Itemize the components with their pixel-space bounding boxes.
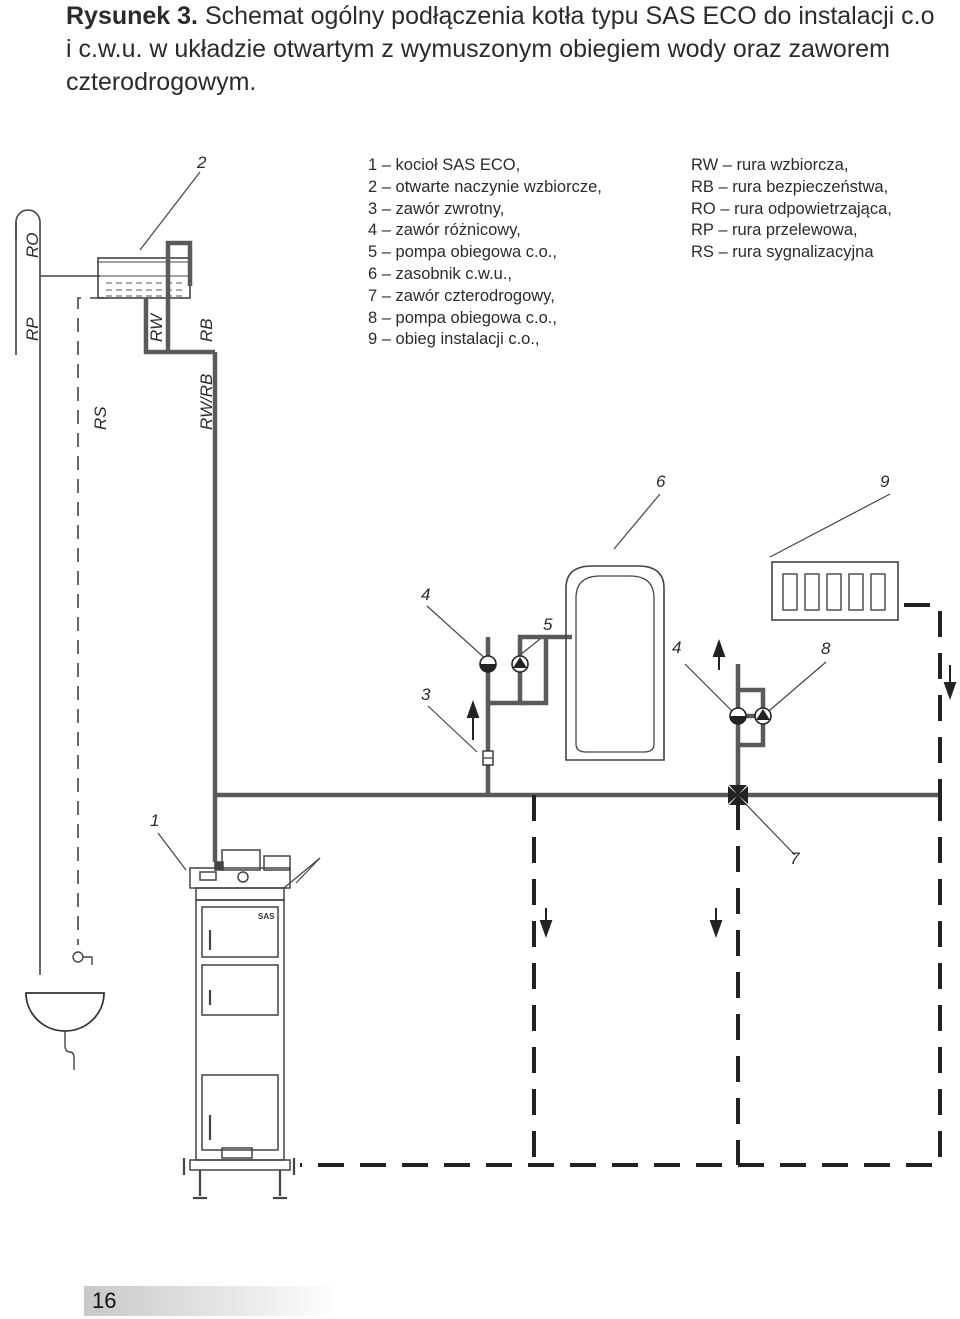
callout-4-left: 4 — [421, 585, 430, 604]
legend-item-boiler: 1 – kocioł SAS ECO, — [368, 156, 521, 174]
tank-branch — [485, 634, 572, 795]
legend-item-four-way-valve: 7 – zawór czterodrogowy, — [368, 286, 555, 305]
four-way-valve-icon — [728, 785, 748, 805]
figure-number: Rysunek 3. — [66, 2, 199, 30]
legend-item-expansion-vessel: 2 – otwarte naczynie wzbiorcze, — [368, 177, 602, 196]
hot-water-tank — [565, 565, 665, 761]
legend-item-circulation-pump: 5 – pompa obiegowa c.o., — [368, 243, 557, 262]
callout-8: 8 — [821, 639, 831, 658]
heating-pump-icon — [754, 707, 772, 725]
page-footer-band — [84, 1286, 339, 1316]
legend-item-heating-pump: 8 – pompa obiegowa c.o., — [368, 308, 557, 327]
signal-tap-icon — [72, 951, 93, 965]
label-rp: RP — [23, 317, 42, 341]
callout-6: 6 — [656, 472, 666, 491]
expansion-vessel — [97, 257, 191, 299]
boiler-badge: SAS — [258, 912, 275, 921]
page-number: 16 — [92, 1288, 117, 1313]
legend-item-rs: RS – rura sygnalizacyjna — [691, 243, 874, 262]
legend-item-hot-water-tank: 6 – zasobnik c.w.u., — [368, 264, 512, 283]
return-pipes — [300, 603, 942, 1167]
heating-branch — [735, 664, 766, 795]
check-valve-icon — [482, 750, 494, 766]
legend-item-rb: RB – rura bezpieczeństwa, — [691, 177, 889, 196]
component-legend: 1 – kocioł SAS ECO, 2 – otwarte naczynie… — [368, 155, 602, 351]
sink-drain — [64, 1031, 75, 1070]
radiator — [771, 561, 899, 621]
legend-item-check-valve: 3 – zawór zwrotny, — [368, 199, 505, 218]
callout-1: 1 — [150, 811, 159, 830]
pipe-legend: RW – rura wzbiorcza, RB – rura bezpiecze… — [691, 155, 892, 264]
sink-icon — [25, 992, 105, 1032]
label-rb: RB — [197, 318, 216, 342]
label-ro: RO — [23, 233, 42, 259]
label-rwrb: RW/RB — [197, 374, 216, 430]
overflow-pipe — [15, 209, 100, 975]
callout-leaders — [139, 171, 891, 889]
label-rs: RS — [91, 406, 110, 430]
expansion-pipes — [143, 240, 218, 862]
callout-3: 3 — [421, 685, 431, 704]
callout-7: 7 — [790, 849, 800, 868]
callout-9: 9 — [880, 472, 890, 491]
boiler — [182, 849, 296, 1200]
callout-5: 5 — [543, 615, 553, 634]
legend-item-heating-circuit: 9 – obieg instalacji c.o., — [368, 330, 540, 349]
legend-item-ro: RO – rura odpowietrzająca, — [691, 199, 892, 218]
legend-item-differential-valve: 4 – zawór różnicowy, — [368, 221, 521, 240]
figure-caption: Rysunek 3. Schemat ogólny podłączenia ko… — [66, 0, 946, 99]
legend-item-rp: RP – rura przelewowa, — [691, 221, 858, 240]
legend-item-rw: RW – rura wzbiorcza, — [691, 156, 849, 174]
signal-pipe — [77, 297, 104, 945]
differential-valve-icon — [479, 655, 497, 673]
figure-title: Schemat ogólny podłączenia kotła typu SA… — [66, 2, 935, 96]
differential-valve-right-icon — [729, 707, 747, 725]
flow-arrows — [466, 639, 957, 938]
pump-icon — [511, 655, 529, 673]
label-rw: RW — [147, 312, 166, 342]
callout-4-right: 4 — [672, 638, 681, 657]
callout-2: 2 — [196, 153, 207, 172]
